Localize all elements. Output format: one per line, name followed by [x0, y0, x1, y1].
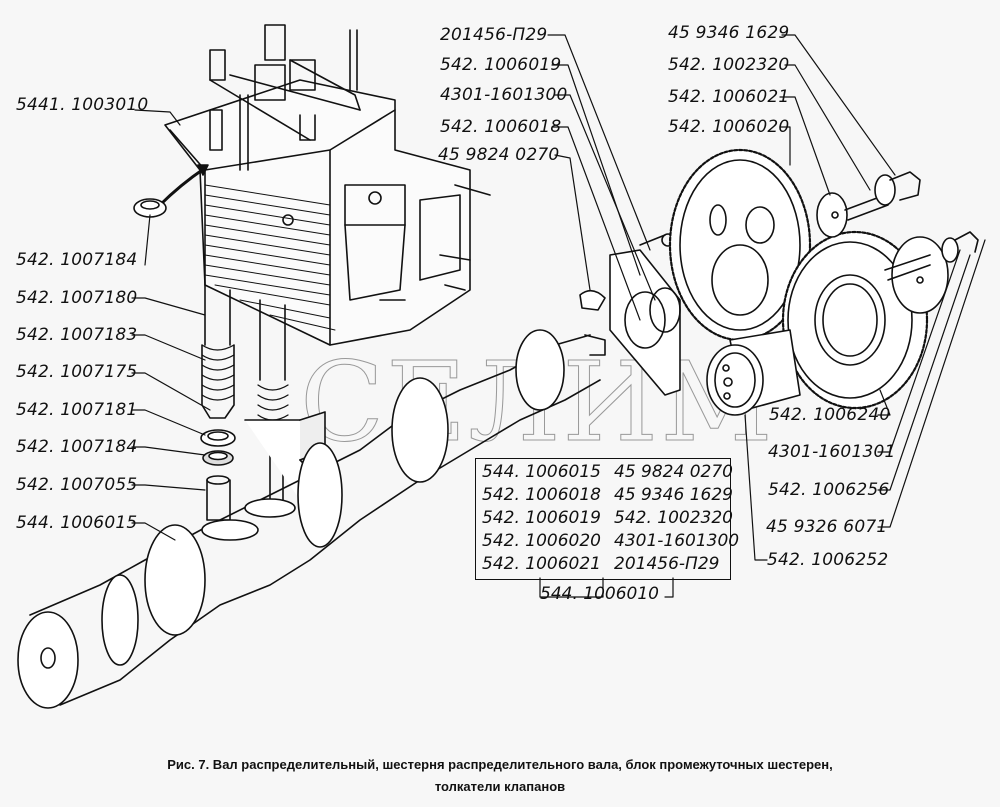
camshaft-gear-drawing	[668, 148, 812, 342]
intermediate-gear-drawing	[781, 230, 929, 410]
callout-542-1007181: 542. 1007181	[16, 400, 138, 420]
table-cell: 542. 1006020	[482, 531, 601, 551]
callout-542-1006019: 542. 1006019	[440, 55, 562, 75]
callout-201456-p29: 201456-П29	[440, 25, 548, 45]
callout-4301-1601301: 4301-1601301	[768, 442, 896, 462]
callout-542-1006021: 542. 1006021	[668, 87, 790, 107]
table-cell: 542. 1006021	[482, 554, 601, 574]
leader-lines	[131, 34, 986, 598]
table-cell: 544. 1006015	[482, 462, 601, 482]
figure-caption-line2: толкатели клапанов	[434, 779, 566, 794]
figure-caption-line1: Рис. 7. Вал распределительный, шестерня …	[167, 757, 833, 772]
callout-5441-1003010: 5441. 1003010	[16, 95, 149, 115]
callout-45-9346-1629: 45 9346 1629	[668, 23, 790, 43]
gear-hub-drawing	[706, 329, 801, 416]
table-cell: 201456-П29	[614, 554, 720, 574]
callout-542-1002320: 542. 1002320	[668, 55, 790, 75]
bolts-washers-drawing	[816, 171, 979, 314]
thrust-flange-drawing	[579, 233, 681, 396]
camshaft-drawing	[17, 329, 606, 709]
callout-542-1007184-washer: 542. 1007184	[16, 437, 138, 457]
callout-542-1006240: 542. 1006240	[769, 405, 891, 425]
callout-542-1006252: 542. 1006252	[767, 550, 889, 570]
callout-45-9824-0270: 45 9824 0270	[438, 145, 560, 165]
table-cell: 542. 1006019	[482, 508, 601, 528]
callout-542-1006018: 542. 1006018	[440, 117, 562, 137]
callout-542-1006020: 542. 1006020	[668, 117, 790, 137]
callout-4301-1601300: 4301-1601300	[440, 85, 568, 105]
assembly-parts-table: 544. 1006015 45 9824 0270 542. 1006018 4…	[475, 458, 739, 580]
table-cell: 45 9346 1629	[614, 485, 733, 505]
table-cell: 542. 1006018	[482, 485, 601, 505]
callout-542-1007180: 542. 1007180	[16, 288, 138, 308]
table-cell: 45 9824 0270	[614, 462, 733, 482]
callout-542-1007055: 542. 1007055	[16, 475, 138, 495]
callout-542-1007184-seal: 542. 1007184	[16, 250, 138, 270]
callout-542-1006256: 542. 1006256	[768, 480, 890, 500]
callout-542-1007175: 542. 1007175	[16, 362, 138, 382]
callout-544-1006015: 544. 1006015	[16, 513, 138, 533]
table-cell: 542. 1002320	[614, 508, 733, 528]
callout-45-9326-6071: 45 9326 6071	[766, 517, 888, 537]
table-cell: 4301-1601300	[614, 531, 740, 551]
cylinder-head-drawing	[164, 24, 491, 346]
assembly-number: 544. 1006010	[540, 584, 659, 604]
callout-542-1007183: 542. 1007183	[16, 325, 138, 345]
